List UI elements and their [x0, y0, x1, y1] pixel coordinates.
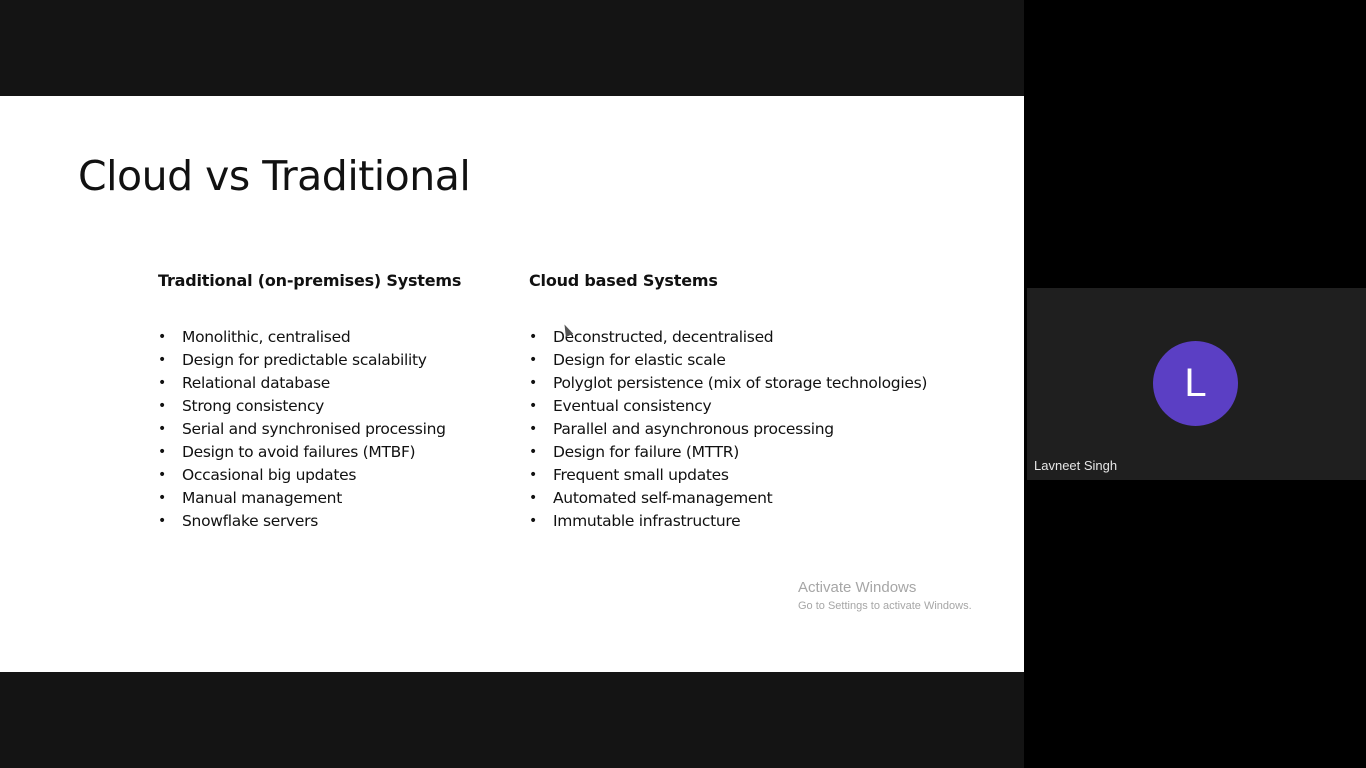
traditional-item-text: Monolithic, centralised [182, 328, 351, 346]
cloud-item: • Design for failure (MTTR) [529, 441, 927, 464]
traditional-item: • Monolithic, centralised [158, 326, 446, 349]
bullet-icon: • [529, 375, 537, 391]
bullet-icon: • [529, 444, 537, 460]
traditional-item-text: Relational database [182, 374, 330, 392]
participant-avatar: L [1153, 341, 1238, 426]
bullet-icon: • [158, 398, 166, 414]
bullet-icon: • [529, 421, 537, 437]
bullet-icon: • [158, 490, 166, 506]
traditional-item: • Design for predictable scalability [158, 349, 446, 372]
traditional-item-text: Manual management [182, 489, 342, 507]
bullet-icon: • [158, 329, 166, 345]
bullet-icon: • [158, 352, 166, 368]
cloud-item-text: Eventual consistency [553, 397, 712, 415]
cloud-item-text: Automated self-management [553, 489, 773, 507]
cloud-item-text: Design for elastic scale [553, 351, 726, 369]
presentation-slide: Cloud vs Traditional Traditional (on-pre… [0, 96, 1024, 672]
bullet-icon: • [158, 444, 166, 460]
cloud-list: • Deconstructed, decentralised • Design for… [529, 326, 927, 533]
cloud-item: • Frequent small updates [529, 464, 927, 487]
bullet-icon: • [529, 329, 537, 345]
cloud-item: • Eventual consistency [529, 395, 927, 418]
participant-tile[interactable]: L Lavneet Singh [1027, 288, 1366, 480]
cloud-item-text: Design for failure (MTTR) [553, 443, 739, 461]
slide-title: Cloud vs Traditional [78, 152, 471, 200]
traditional-item-text: Strong consistency [182, 397, 325, 415]
traditional-item: • Design to avoid failures (MTBF) [158, 441, 446, 464]
traditional-item-text: Design to avoid failures (MTBF) [182, 443, 416, 461]
cloud-item: • Deconstructed, decentralised [529, 326, 927, 349]
cloud-heading: Cloud based Systems [529, 271, 718, 290]
watermark-subtitle: Go to Settings to activate Windows. [798, 600, 972, 612]
traditional-item: • Snowflake servers [158, 510, 446, 533]
bullet-icon: • [158, 375, 166, 391]
bullet-icon: • [158, 467, 166, 483]
participant-name: Lavneet Singh [1034, 458, 1118, 473]
traditional-heading: Traditional (on-premises) Systems [158, 271, 462, 290]
traditional-item-text: Design for predictable scalability [182, 351, 427, 369]
traditional-item: • Relational database [158, 372, 446, 395]
traditional-item-text: Serial and synchronised processing [182, 420, 446, 438]
screen-share-area: Cloud vs Traditional Traditional (on-pre… [0, 0, 1024, 768]
watermark-title: Activate Windows [798, 579, 917, 596]
bullet-icon: • [529, 490, 537, 506]
traditional-item: • Manual management [158, 487, 446, 510]
activate-windows-watermark: Activate Windows Go to Settings to activ… [798, 578, 972, 614]
cloud-column: Cloud based Systems • Deconstructed, dece… [529, 270, 927, 530]
cloud-item: • Design for elastic scale [529, 349, 927, 372]
bullet-icon: • [529, 352, 537, 368]
traditional-item: • Strong consistency [158, 395, 446, 418]
cloud-item: • Immutable infrastructure [529, 510, 927, 533]
cloud-item: • Automated self-management [529, 487, 927, 510]
cloud-item: • Parallel and asynchronous processing [529, 418, 927, 441]
cloud-item: • Polyglot persistence (mix of storage te… [529, 372, 927, 395]
bullet-icon: • [158, 513, 166, 529]
cloud-item-text: Deconstructed, decentralised [553, 328, 774, 346]
cloud-item-text: Polyglot persistence (mix of storage tec… [553, 374, 928, 392]
bullet-icon: • [529, 398, 537, 414]
cloud-item-text: Parallel and asynchronous processing [553, 420, 834, 438]
bullet-icon: • [529, 467, 537, 483]
traditional-item-text: Occasional big updates [182, 466, 357, 484]
traditional-item: • Occasional big updates [158, 464, 446, 487]
traditional-column: Traditional (on-premises) Systems • Monol… [158, 270, 462, 530]
traditional-item-text: Snowflake servers [182, 512, 319, 530]
cloud-item-text: Frequent small updates [553, 466, 729, 484]
bullet-icon: • [158, 421, 166, 437]
traditional-list: • Monolithic, centralised • Design for pred… [158, 326, 446, 533]
traditional-item: • Serial and synchronised processing [158, 418, 446, 441]
cloud-item-text: Immutable infrastructure [553, 512, 741, 530]
bullet-icon: • [529, 513, 537, 529]
